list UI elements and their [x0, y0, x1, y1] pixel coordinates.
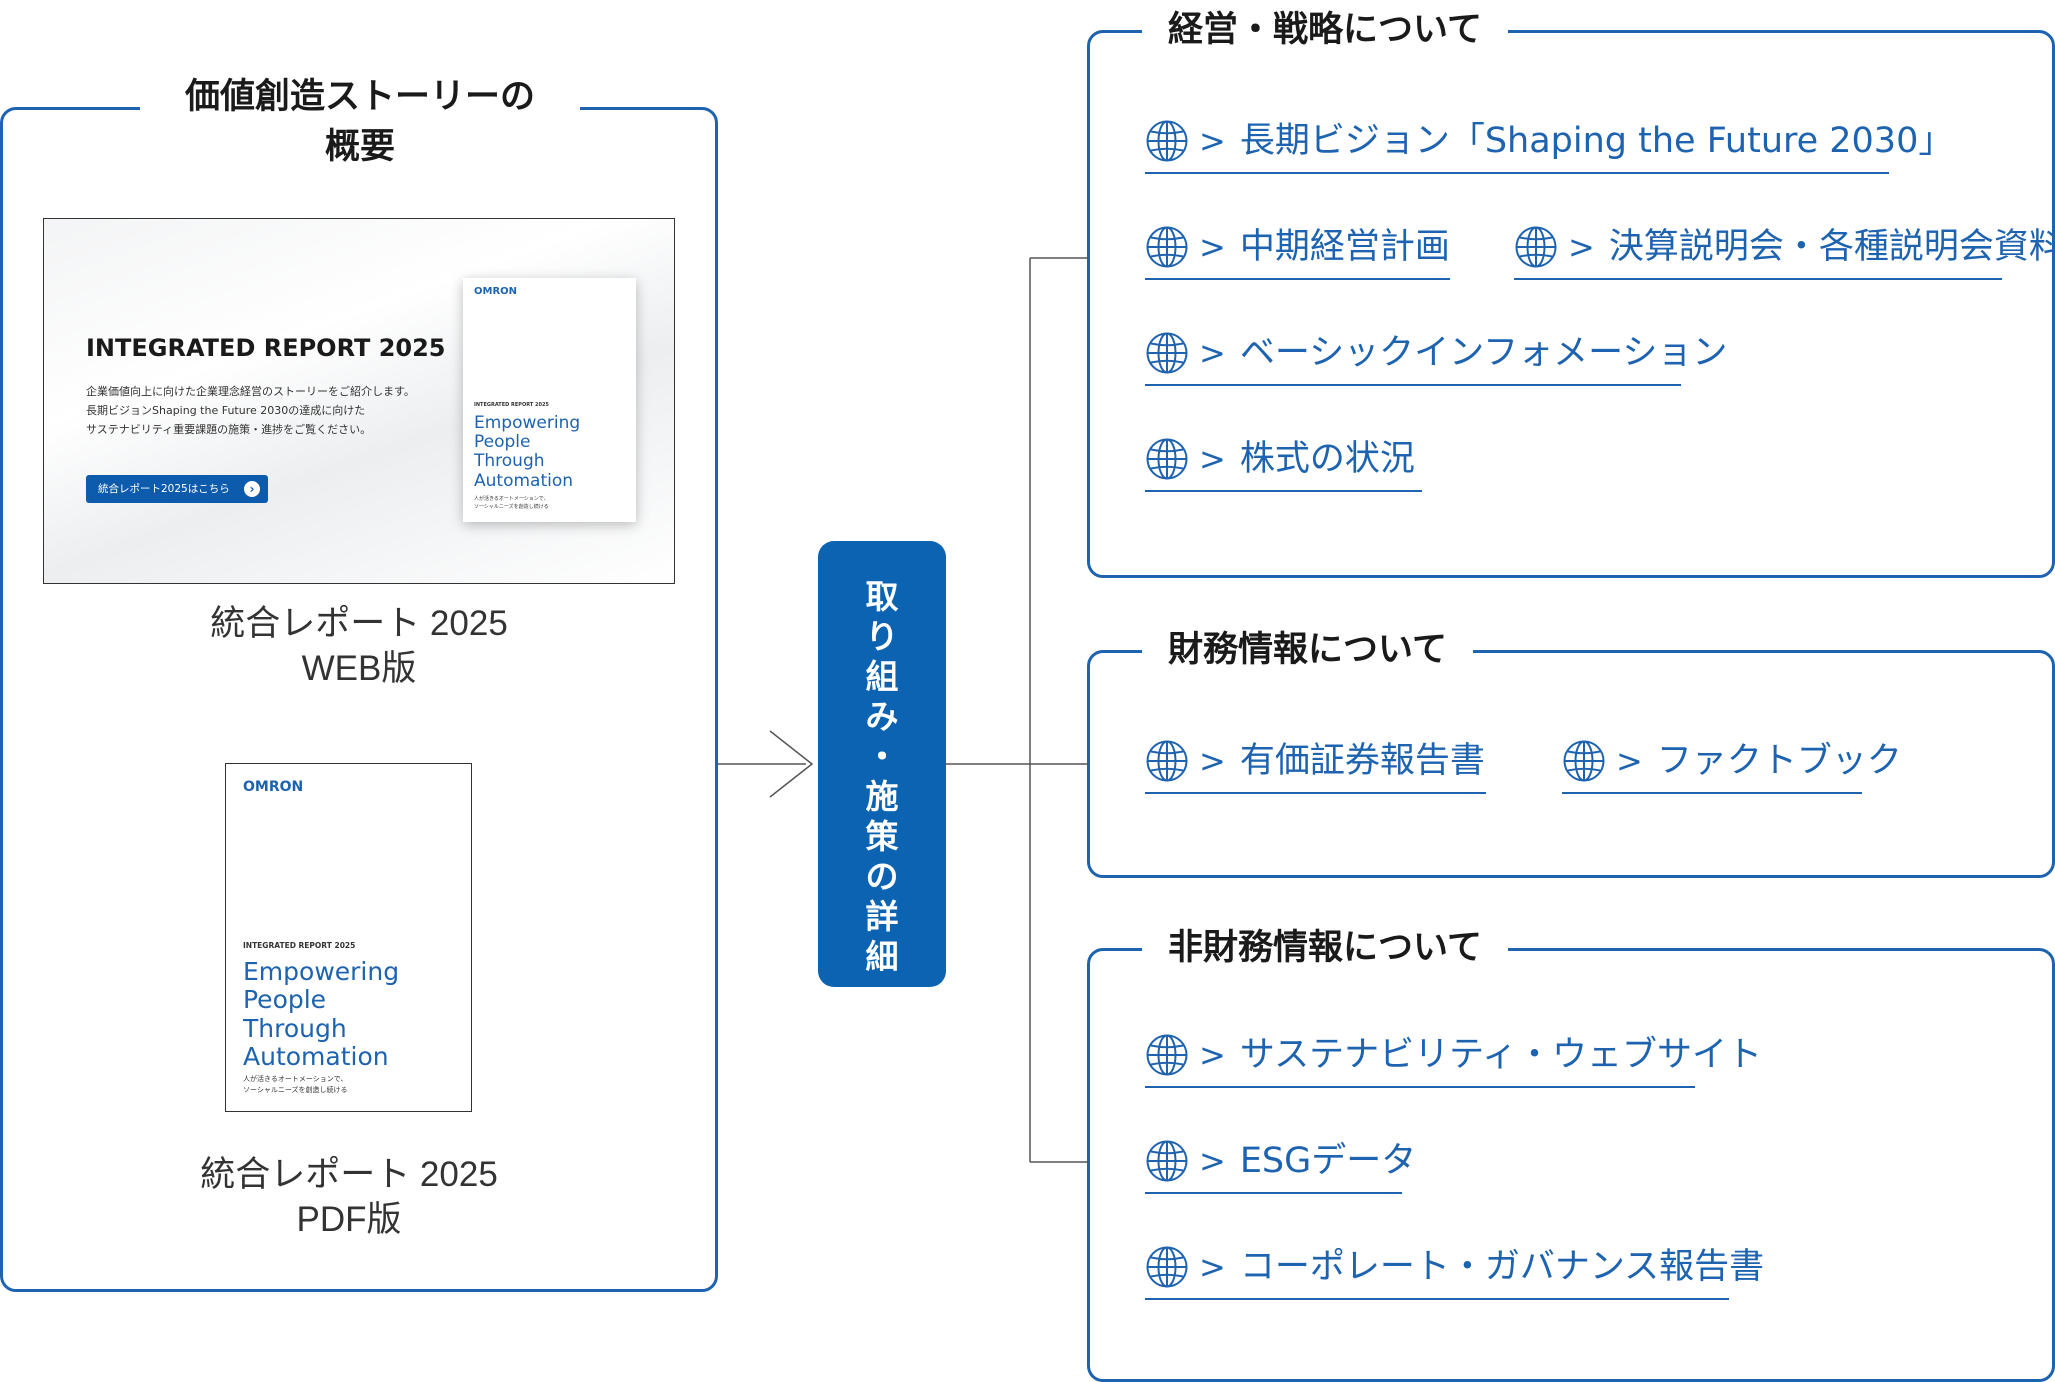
- web-report-booklet: OMRON INTEGRATED REPORT 2025 Empowering …: [463, 278, 636, 522]
- link-fact-book[interactable]: > ファクトブック: [1562, 736, 1902, 794]
- globe-icon: [1146, 740, 1188, 782]
- chevron-right-icon: ›: [244, 481, 260, 497]
- web-report-heading: INTEGRATED REPORT 2025: [86, 334, 446, 362]
- booklet-subtitle: INTEGRATED REPORT 2025: [474, 402, 549, 408]
- globe-icon: [1146, 226, 1188, 268]
- omron-logo: OMRON: [474, 286, 518, 297]
- chevron-right-icon: >: [1199, 1248, 1226, 1286]
- web-report-button[interactable]: 統合レポート2025はこちら ›: [86, 475, 268, 503]
- chevron-right-icon: >: [1199, 742, 1226, 780]
- nonfinancial-section-title: 非財務情報について: [1142, 923, 1508, 973]
- chevron-right-icon: >: [1199, 122, 1226, 160]
- story-overview-title: 価値創造ストーリーの 概要: [140, 72, 580, 172]
- booklet-main-text: Empowering People Through Automation: [474, 413, 581, 491]
- initiatives-detail-label: 取 り 組 み ・ 施 策 の 詳 細: [818, 541, 946, 987]
- link-securities-report[interactable]: > 有価証券報告書: [1145, 736, 1486, 794]
- strategy-section: [1087, 30, 2055, 578]
- omron-logo: OMRON: [243, 779, 304, 795]
- chevron-right-icon: >: [1199, 440, 1226, 478]
- booklet-subtitle: INTEGRATED REPORT 2025: [243, 941, 356, 950]
- chevron-right-icon: >: [1568, 228, 1595, 266]
- web-report-caption: 統合レポート 2025 WEB版: [210, 604, 508, 688]
- link-mid-term-plan[interactable]: > 中期経営計画: [1145, 222, 1450, 280]
- link-corporate-governance-report[interactable]: > コーポレート・ガバナンス報告書: [1145, 1242, 1764, 1300]
- link-stock-status[interactable]: > 株式の状況: [1145, 434, 1422, 492]
- booklet-footer: 人が活きるオートメーションで、 ソーシャルニーズを創造し続ける: [474, 496, 549, 510]
- globe-icon: [1146, 1140, 1188, 1182]
- connector-arrowhead: [769, 730, 814, 798]
- chevron-right-icon: >: [1199, 1142, 1226, 1180]
- globe-icon: [1146, 1246, 1188, 1288]
- globe-icon: [1146, 120, 1188, 162]
- link-long-term-vision[interactable]: > 長期ビジョン「Shaping the Future 2030」: [1145, 116, 1953, 174]
- booklet-footer: 人が活きるオートメーションで、 ソーシャルニーズを創造し続ける: [243, 1075, 348, 1094]
- strategy-section-title: 経営・戦略について: [1142, 5, 1508, 55]
- chevron-right-icon: >: [1199, 228, 1226, 266]
- chevron-right-icon: >: [1199, 1036, 1226, 1074]
- pdf-report-thumbnail[interactable]: OMRON INTEGRATED REPORT 2025 Empowering …: [225, 763, 472, 1112]
- link-sustainability-website[interactable]: > サステナビリティ・ウェブサイト: [1145, 1030, 1762, 1088]
- financial-section: [1087, 650, 2055, 878]
- link-basic-information[interactable]: > ベーシックインフォメーション: [1145, 328, 1727, 386]
- booklet-main-text: Empowering People Through Automation: [243, 957, 400, 1071]
- web-report-description: 企業価値向上に向けた企業理念経営のストーリーをご紹介します。 長期ビジョンSha…: [86, 385, 415, 436]
- globe-icon: [1146, 438, 1188, 480]
- globe-icon: [1515, 226, 1557, 268]
- globe-icon: [1146, 1034, 1188, 1076]
- nonfinancial-section: [1087, 948, 2055, 1382]
- chevron-right-icon: >: [1199, 334, 1226, 372]
- pdf-report-caption: 統合レポート 2025 PDF版: [200, 1155, 498, 1239]
- globe-icon: [1146, 332, 1188, 374]
- globe-icon: [1563, 740, 1605, 782]
- financial-section-title: 財務情報について: [1142, 625, 1473, 675]
- chevron-right-icon: >: [1616, 742, 1643, 780]
- link-esg-data[interactable]: > ESGデータ: [1145, 1136, 1416, 1194]
- link-earnings-briefings[interactable]: > 決算説明会・各種説明会資料: [1514, 222, 2055, 280]
